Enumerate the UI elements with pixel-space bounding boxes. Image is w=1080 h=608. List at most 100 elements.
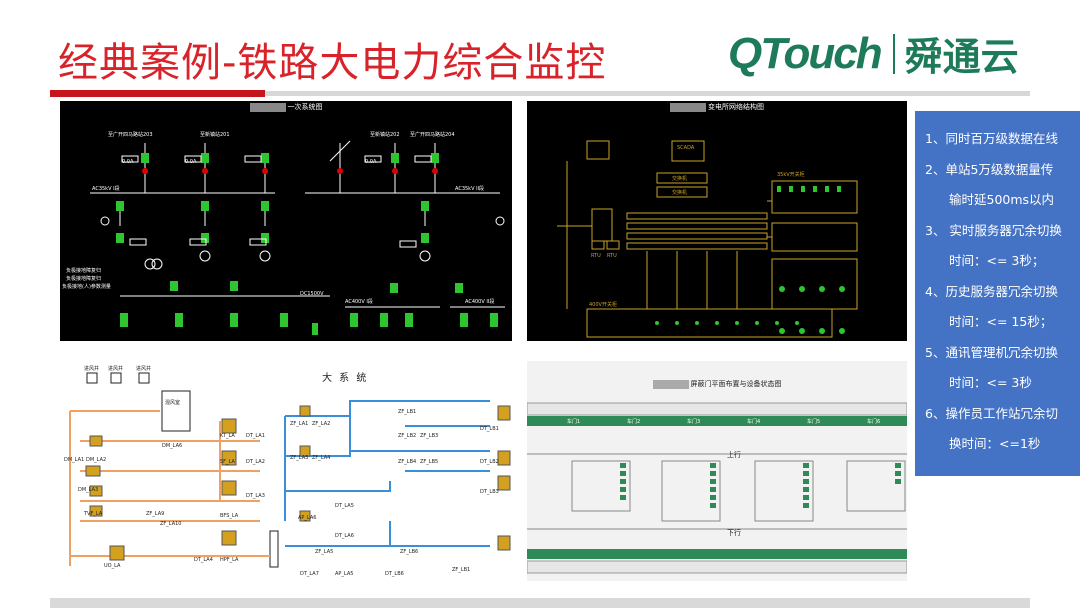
damper-label: ZF_LA2	[312, 421, 331, 427]
direction-down-label: 下行	[727, 529, 741, 537]
switch-201	[141, 153, 149, 163]
screenshot-primary-system-diagram: 一次系统图	[60, 101, 512, 341]
primary-system-svg	[90, 140, 505, 335]
screenshot-network-structure: 变电所网络结构图 SCADA 交换机 交换机 35kV开关柜 400V开关柜 R…	[527, 101, 907, 341]
door-label: 车门1	[567, 419, 581, 425]
panel-title: 屏蔽门平面布置与设备状态图	[527, 379, 907, 389]
damper-label: DT_LB2	[480, 459, 499, 465]
switch-202	[431, 153, 439, 163]
door-label: 车门2	[627, 419, 641, 425]
screenshot-platform-screen-door: 屏蔽门平面布置与设备状态图 上行 下行 车门1 车门2 车门3 车门4 车门5 …	[527, 361, 907, 581]
damper-label: ZF_LB6	[400, 549, 419, 555]
unit-label: UO_LA	[104, 563, 121, 569]
feature-item: 6、操作员工作站冗余切	[925, 405, 1058, 421]
fan-label: 进风井	[136, 366, 152, 372]
unit-label: TVF_LA	[84, 511, 103, 517]
damper-label: ZF_LA3	[290, 455, 309, 461]
logo-wordmark: QTouch	[728, 28, 883, 78]
switch-204	[391, 153, 399, 163]
bus-label: AC35kV II段	[455, 186, 485, 192]
unit-label: ZF_LA9	[146, 511, 165, 517]
legend-item: 负极接地障复归	[66, 276, 102, 282]
switch-207	[261, 153, 269, 163]
panel-title: 一次系统图	[60, 102, 512, 112]
unit-label: DT_LA3	[246, 493, 265, 499]
title-underline	[265, 91, 1030, 96]
feeder-label: 至新镇站202	[370, 132, 400, 138]
unit-label: DT_LA2	[246, 459, 265, 465]
current-readout: 0.0A	[185, 159, 197, 165]
feature-item: 时间：<= 3秒；	[949, 253, 1045, 268]
unit-label: ZF_LA10	[160, 521, 182, 527]
unit-label: DT_LA4	[194, 557, 213, 563]
feature-item: 2、单站5万级数据量传	[925, 161, 1054, 177]
unit-label: DM_LA6	[162, 443, 183, 449]
rtu-label: RTU	[607, 253, 617, 259]
logo-divider	[892, 33, 895, 74]
scada-label: SCADA	[677, 145, 695, 151]
page-title: 经典案例-铁路大电力综合监控	[58, 40, 607, 86]
damper-label: ZF_LB5	[420, 459, 439, 465]
damper-label: ZF_LB1	[452, 567, 471, 573]
damper-label: ZF_LA5	[315, 549, 334, 555]
damper-label: ZF_LA1	[290, 421, 309, 427]
door-label: 车门5	[807, 419, 821, 425]
unit-label: DM_LA3	[78, 487, 99, 493]
feature-item: 时间：<= 3秒	[949, 375, 1032, 390]
damper-label: DT_LB3	[480, 489, 499, 495]
unit-label: BFS_LA	[220, 513, 239, 519]
logo-chinese-name: 舜通云	[904, 35, 1019, 79]
unit-label: SF_LA	[220, 459, 235, 465]
door-label: 车门4	[747, 419, 761, 425]
screenshot-ventilation-system: 大 系 统 进风井 进风井 进风井 混风室 ZF_LB1 Z	[60, 361, 512, 581]
damper-label: ZF_LB3	[420, 433, 439, 439]
room-label: 混风室	[165, 400, 181, 406]
feature-item: 5、通讯管理机冗余切换	[925, 344, 1058, 360]
feature-item: 换时间：<=1秒	[949, 436, 1041, 451]
feature-item: 4、历史服务器冗余切换	[925, 283, 1058, 299]
door-label: 车门3	[687, 419, 701, 425]
damper-label: DT_LA5	[335, 503, 354, 509]
switch-label: 交换机	[672, 190, 688, 196]
switch-group	[116, 153, 498, 335]
damper-label: AP_LA5	[335, 571, 354, 577]
network-svg	[557, 140, 858, 338]
fan-label: 进风井	[108, 366, 124, 372]
feature-item: 时间：<= 15秒；	[949, 314, 1053, 329]
damper-label: ZF_LA4	[312, 455, 331, 461]
bus-label: AC400V II段	[465, 299, 495, 305]
psd-svg	[527, 402, 907, 574]
rtu-label: RTU	[591, 253, 601, 259]
unit-label: HPF_LA	[220, 557, 239, 563]
ventilation-svg	[69, 372, 511, 568]
switch-203	[201, 153, 209, 163]
damper-label: ZF_LB4	[398, 459, 417, 465]
panel-title: 大 系 统	[322, 373, 369, 384]
brand-logo: QTouch 舜通云	[728, 26, 1019, 81]
bus-label: AC400V I段	[345, 299, 373, 305]
cabinet-label: 35kV开关柜	[777, 172, 805, 178]
unit-label: DM_LA2	[86, 457, 107, 463]
legend-item: 负极接地障复归	[66, 268, 102, 274]
damper-label: DT_LA6	[335, 533, 354, 539]
direction-up-label: 上行	[727, 451, 741, 459]
unit-label: DT_LA1	[246, 433, 265, 439]
cabinet-label: 400V开关柜	[589, 302, 617, 308]
title-underline-accent	[50, 90, 265, 97]
unit-label: AP_LA6	[298, 515, 317, 521]
bus-label: AC35kV I段	[92, 186, 120, 192]
feeder-label: 至广开四马路站203	[108, 132, 153, 138]
unit-label: KT_LA	[220, 433, 235, 439]
bus-label: DC1500V	[300, 291, 324, 297]
breaker-group	[142, 168, 438, 174]
damper-label: DT_LB1	[480, 426, 499, 432]
footer-bar	[50, 598, 1030, 608]
fan-label: 进风井	[84, 366, 100, 372]
legend-item: 负极接地(人)参数测量	[62, 284, 111, 290]
current-readout: 0.0A	[365, 159, 377, 165]
feature-item: 3、 实时服务器冗余切换	[925, 222, 1062, 238]
unit-label: DM_LA1	[64, 457, 85, 463]
door-label: 车门6	[867, 419, 881, 425]
